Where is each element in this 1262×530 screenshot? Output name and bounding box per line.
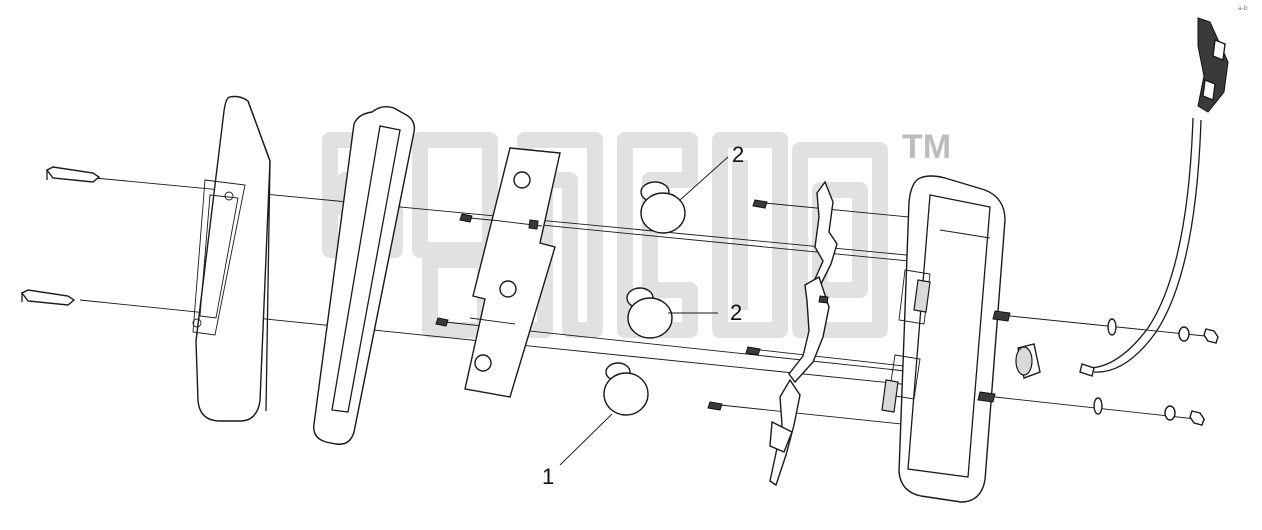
svg-text:1: 1 xyxy=(542,464,554,489)
callout-2-top: 2 xyxy=(679,142,744,201)
callout-2-mid: 2 xyxy=(668,300,742,325)
bulb-bottom xyxy=(603,362,649,416)
lamp-housing xyxy=(881,175,1006,503)
washers-nuts-upper xyxy=(1107,318,1219,344)
front-lens-cover xyxy=(192,95,271,422)
rubber-grommet xyxy=(1015,343,1041,379)
svg-text:2: 2 xyxy=(730,300,742,325)
callout-1: 1 xyxy=(542,413,613,489)
washers-nuts-lower xyxy=(1093,397,1205,426)
watermark-logo: TM xyxy=(322,128,951,338)
small-screws-right xyxy=(707,199,829,411)
long-screw-lower xyxy=(20,289,76,306)
trademark-symbol: TM xyxy=(902,128,951,166)
bulb-middle xyxy=(626,287,673,339)
wire-connector xyxy=(1197,17,1229,113)
wire-harness xyxy=(1079,117,1202,377)
svg-text:2: 2 xyxy=(732,142,744,167)
small-screws-left xyxy=(435,213,539,327)
gasket-frame xyxy=(313,105,416,445)
bulb-top xyxy=(640,181,686,234)
reflector-plate xyxy=(464,147,561,398)
corner-mark: a-b xyxy=(1238,5,1248,12)
long-screw-upper xyxy=(45,166,101,183)
clip-holder-lower xyxy=(769,378,801,487)
housing-studs xyxy=(977,310,1011,403)
